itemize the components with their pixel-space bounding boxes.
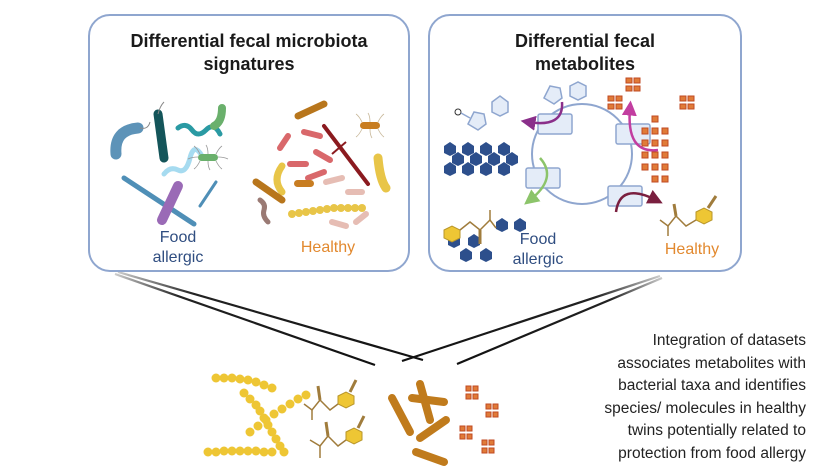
panel-title-line2: metabolites — [534, 54, 636, 74]
summary-line: Integration of datasets — [652, 332, 806, 349]
food-allergic-label-line2: allergic — [152, 249, 204, 266]
microbiota-panel: Differential fecal microbiota signatures — [88, 14, 410, 272]
food-allergic-label-line1: Food — [519, 231, 557, 248]
bacteria-food-allergic-icon — [110, 101, 229, 227]
branched-lipid-icon — [607, 77, 695, 183]
panel-title-line1: Differential fecal microbiota — [130, 31, 368, 51]
cell-membrane-icon — [443, 77, 718, 262]
food-allergic-label-line2: allergic — [512, 251, 564, 268]
summary-line: species/ molecules in healthy — [604, 399, 806, 417]
healthy-label: Healthy — [300, 239, 356, 256]
panel-title-line2: signatures — [203, 54, 295, 74]
metabolites-panel: Differential fecal metabolites — [428, 14, 742, 272]
summary-line: associates metabolites with — [617, 354, 806, 372]
food-allergic-label-line1: Food — [159, 229, 197, 246]
summary-line: bacterial taxa and identifies — [618, 377, 806, 394]
summary-line: protection from food allergy — [618, 444, 806, 462]
integration-summary-text: Integration of datasets associates metab… — [506, 330, 806, 465]
pentagon-hexagon-molecule-icon — [467, 81, 587, 131]
bacteria-healthy-icon — [252, 100, 391, 229]
aromatic-molecule-icon — [443, 195, 718, 244]
healthy-label: Healthy — [664, 241, 720, 258]
panel-title-line1: Differential fecal — [514, 31, 656, 51]
summary-line: twins potentially related to — [627, 422, 806, 439]
